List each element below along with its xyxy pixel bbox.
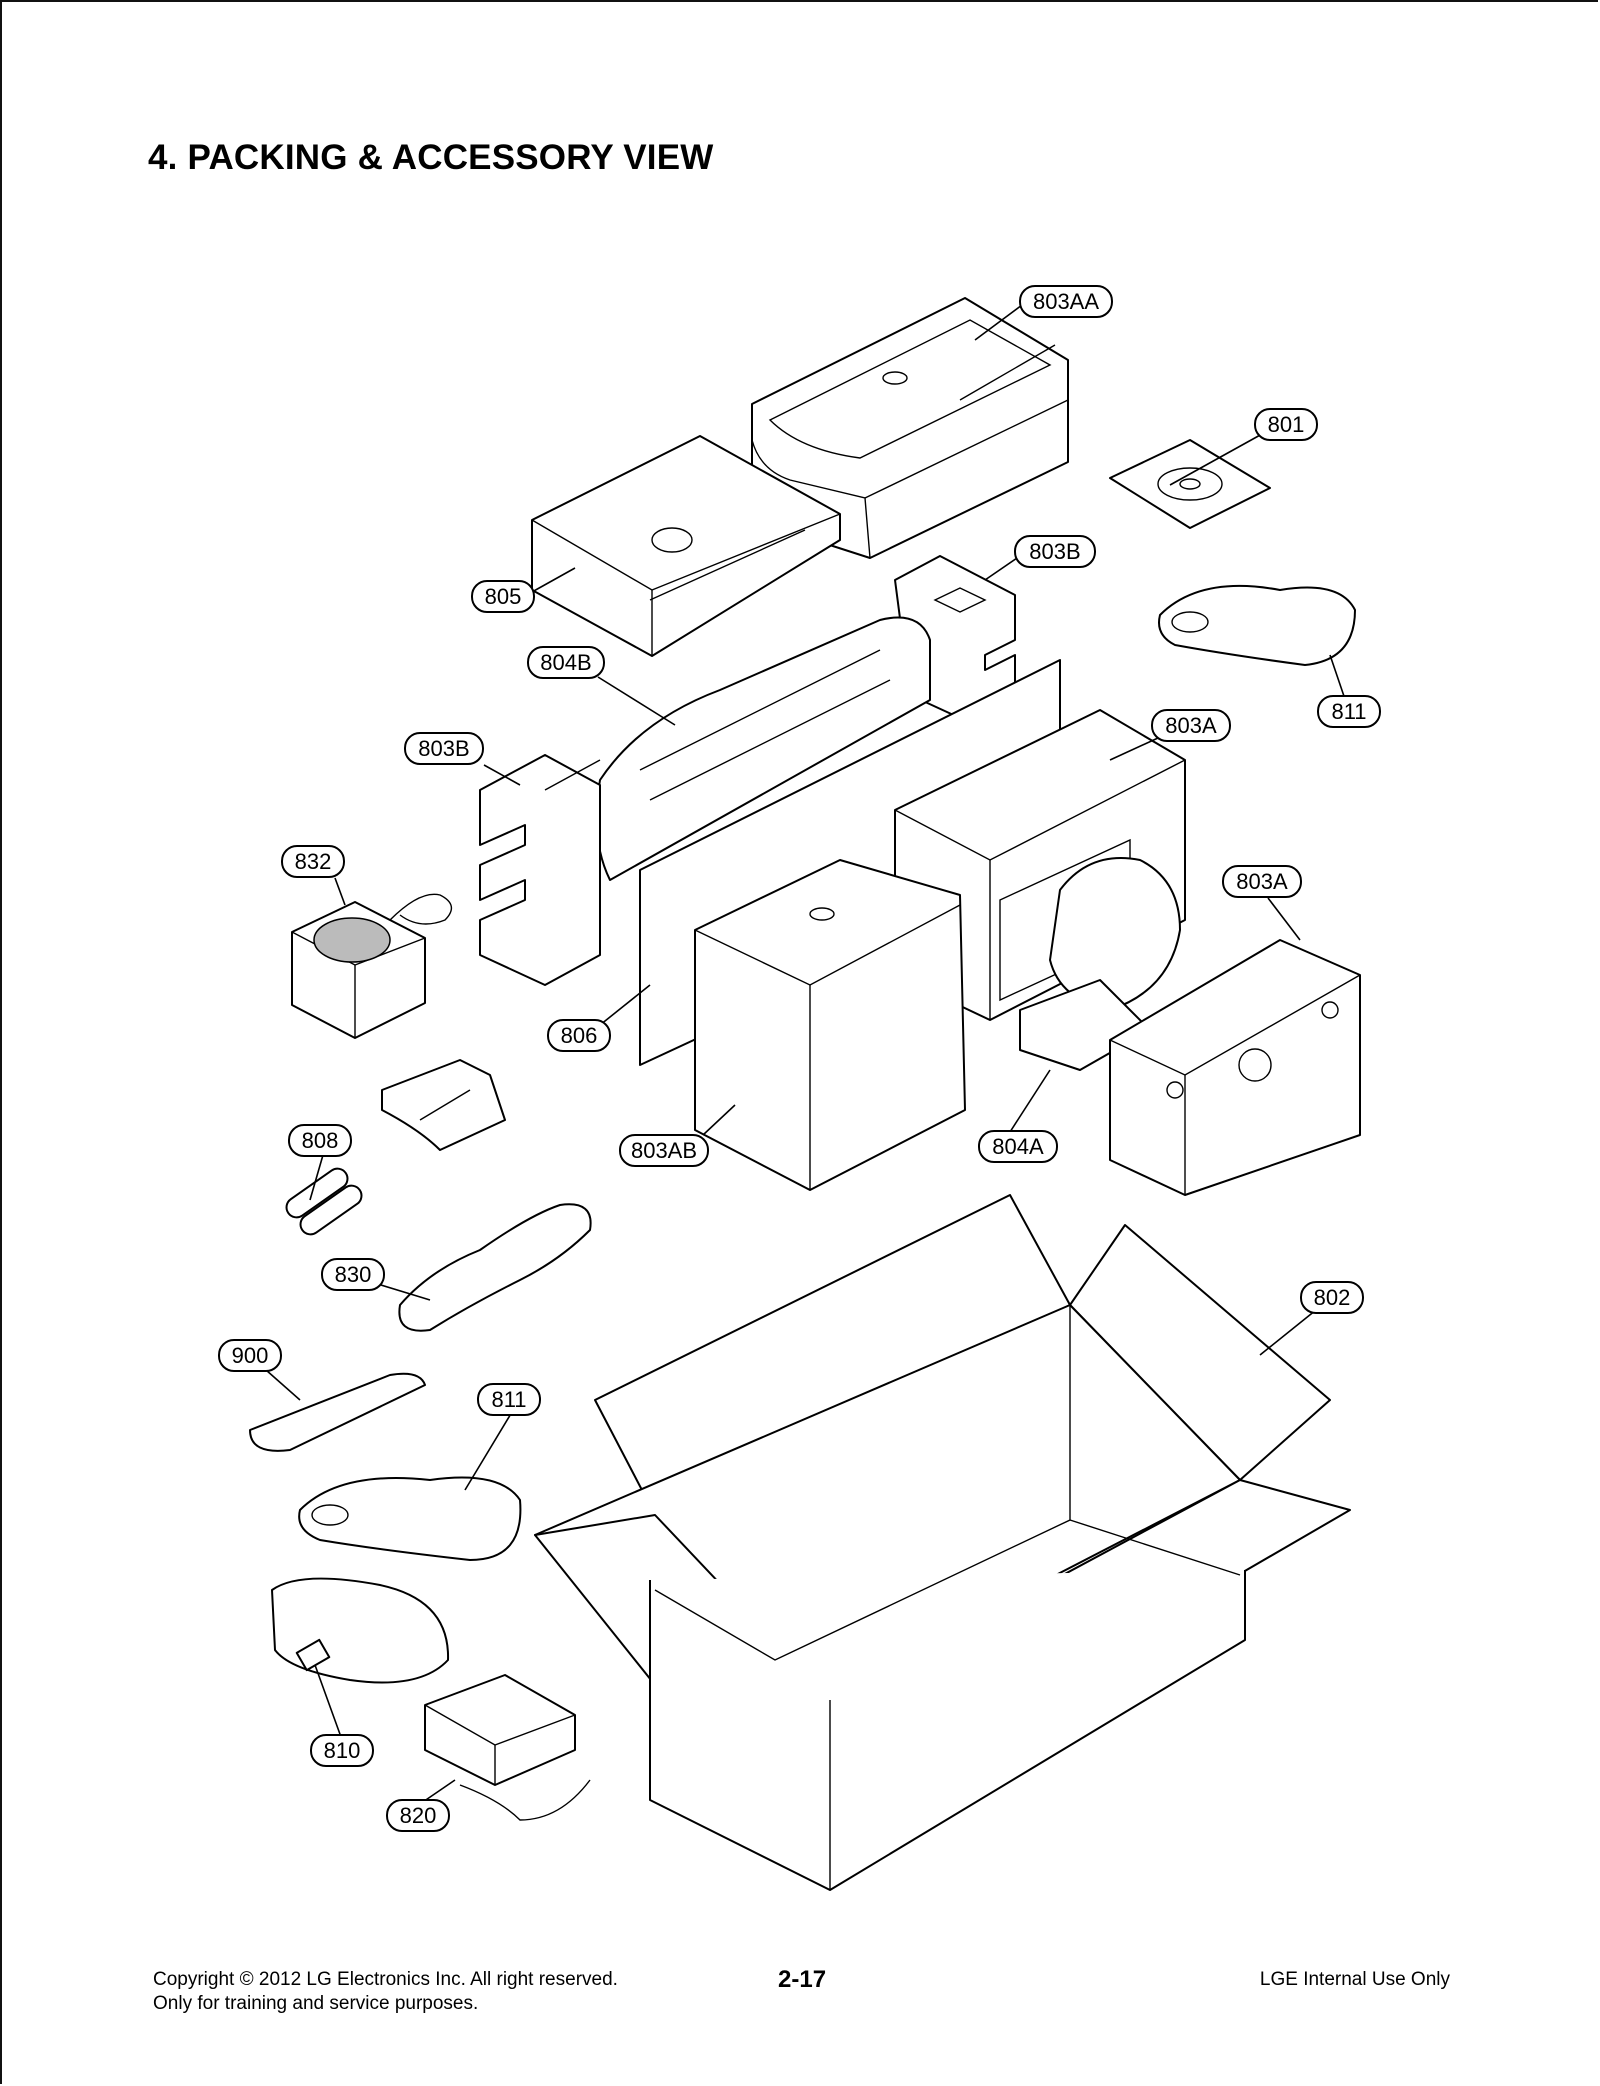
part-830-cable-bag xyxy=(398,1203,592,1332)
callout-803B-top: 803B xyxy=(1014,535,1096,568)
callout-811-bottom: 811 xyxy=(477,1383,541,1416)
part-801-manual-cd xyxy=(1109,439,1271,529)
part-832-speaker xyxy=(291,893,453,1039)
callout-802: 802 xyxy=(1300,1281,1364,1314)
callout-832: 832 xyxy=(281,845,345,878)
part-802-carton-box xyxy=(534,1194,1351,1891)
page-number: 2-17 xyxy=(778,1966,827,1993)
callout-804A: 804A xyxy=(978,1130,1058,1163)
callout-804A-label: 804A xyxy=(992,1134,1044,1159)
callout-811-top-label: 811 xyxy=(1331,699,1366,724)
callout-830: 830 xyxy=(321,1258,385,1291)
callout-803A-right: 803A xyxy=(1222,865,1302,898)
callout-803B-left: 803B xyxy=(404,732,484,765)
callout-803B-left-label: 803B xyxy=(418,736,469,761)
part-803A-right-foam xyxy=(1109,939,1361,1196)
callout-803A-top-label: 803A xyxy=(1165,713,1217,738)
callout-803AA: 803AA xyxy=(1019,285,1113,318)
callout-806-label: 806 xyxy=(561,1023,598,1048)
callout-811-bottom-label: 811 xyxy=(491,1387,526,1412)
callout-806: 806 xyxy=(547,1019,611,1052)
part-monitor-base-stand xyxy=(381,1059,506,1151)
callout-802-label: 802 xyxy=(1314,1285,1351,1310)
callout-832-label: 832 xyxy=(295,849,332,874)
part-810-cable-bag xyxy=(271,1577,450,1684)
part-900-remote-control xyxy=(249,1372,426,1452)
callout-900-label: 900 xyxy=(232,1343,269,1368)
part-803AA-top-tray xyxy=(751,297,1069,559)
callout-803AB: 803AB xyxy=(619,1134,709,1167)
callout-804B-label: 804B xyxy=(540,650,591,675)
callout-805: 805 xyxy=(471,580,535,613)
internal-use-note: LGE Internal Use Only xyxy=(1259,1969,1450,1990)
callout-820: 820 xyxy=(386,1799,450,1832)
part-820-ac-adapter xyxy=(424,1674,591,1821)
callout-808-label: 808 xyxy=(302,1128,339,1153)
callout-900: 900 xyxy=(218,1339,282,1372)
part-811-cable-bottom xyxy=(298,1476,522,1561)
leader-lines xyxy=(265,301,1349,1807)
copyright-line-1: Copyright © 2012 LG Electronics Inc. All… xyxy=(153,1969,618,1990)
callout-808: 808 xyxy=(288,1124,352,1157)
callout-803A-right-label: 803A xyxy=(1236,869,1288,894)
callout-801-label: 801 xyxy=(1268,412,1305,437)
callout-805-label: 805 xyxy=(485,584,522,609)
callout-810-label: 810 xyxy=(324,1738,361,1763)
callout-804B: 804B xyxy=(527,646,605,679)
callout-801: 801 xyxy=(1254,408,1318,441)
callout-830-label: 830 xyxy=(335,1262,372,1287)
part-811-cable-top xyxy=(1158,584,1356,666)
callout-803B-top-label: 803B xyxy=(1029,539,1080,564)
callout-803AB-label: 803AB xyxy=(631,1138,697,1163)
callout-810: 810 xyxy=(310,1734,374,1767)
part-803B-left-foam xyxy=(479,754,601,986)
part-803AB-cube xyxy=(694,859,966,1191)
copyright-line-2: Only for training and service purposes. xyxy=(153,1993,479,2014)
page-title: 4. PACKING & ACCESSORY VIEW xyxy=(148,138,714,177)
callout-820-label: 820 xyxy=(400,1803,437,1828)
callout-803A-top: 803A xyxy=(1151,709,1231,742)
footer-copyright: Copyright © 2012 LG Electronics Inc. All… xyxy=(153,1968,618,2016)
part-808-batteries xyxy=(285,1167,363,1236)
callout-811-top: 811 xyxy=(1317,695,1381,728)
callout-803AA-label: 803AA xyxy=(1033,289,1099,314)
